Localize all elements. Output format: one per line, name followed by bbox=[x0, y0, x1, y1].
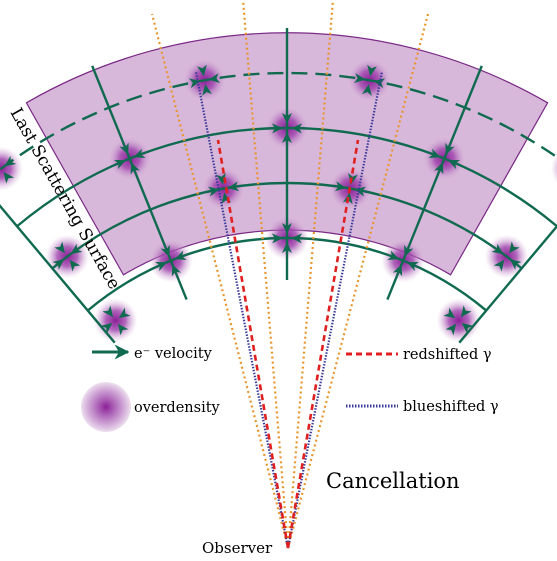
velocity-arc-line bbox=[0, 71, 557, 172]
velocity-arrowhead bbox=[373, 78, 386, 89]
legend-overdensity-label: overdensity bbox=[134, 400, 221, 416]
velocity-arrowhead bbox=[196, 64, 207, 77]
velocity-arrowhead bbox=[491, 243, 504, 255]
velocity-radial-line bbox=[0, 204, 116, 344]
legend: e⁻ velocity overdensity redshifted γ blu… bbox=[81, 344, 499, 432]
observer-label: Observer bbox=[202, 539, 273, 557]
orange-ray-right-a bbox=[286, 0, 335, 549]
velocity-arrowhead bbox=[282, 113, 292, 124]
velocity-arrowhead bbox=[202, 84, 213, 96]
velocity-radial-line bbox=[91, 65, 188, 300]
velocity-arrowhead bbox=[133, 148, 146, 159]
velocity-arrowhead bbox=[404, 244, 414, 257]
velocity-arrowhead bbox=[443, 307, 456, 319]
velocity-arrowhead bbox=[353, 73, 366, 83]
velocity-arrowhead bbox=[493, 259, 505, 272]
redshifted-ray-left bbox=[216, 139, 290, 549]
velocity-arrowhead bbox=[118, 307, 131, 319]
velocity-arrowhead bbox=[367, 64, 378, 77]
legend-blueshift-label: blueshifted γ bbox=[403, 399, 499, 415]
velocity-arrowhead bbox=[69, 259, 81, 272]
overdensity-blob bbox=[93, 298, 138, 343]
velocity-arrowhead bbox=[282, 223, 292, 234]
legend-overdensity-swatch bbox=[81, 382, 131, 432]
velocity-radial-line bbox=[386, 65, 483, 300]
velocity-arrowhead bbox=[208, 73, 221, 83]
velocity-arrowhead bbox=[290, 233, 303, 244]
orange-ray-right-b bbox=[286, 13, 430, 549]
redshifted-ray-right bbox=[286, 139, 360, 549]
velocity-arrowhead bbox=[227, 181, 240, 192]
velocity-arrowhead bbox=[461, 322, 474, 334]
velocity-arrowhead bbox=[130, 162, 140, 175]
velocity-grid-lines bbox=[0, 28, 557, 344]
velocity-arrowhead bbox=[392, 264, 403, 277]
velocity-arrowhead bbox=[271, 123, 284, 134]
velocity-arrowhead bbox=[155, 261, 168, 272]
velocity-arrowhead bbox=[174, 250, 187, 261]
velocity-arrowhead bbox=[102, 305, 114, 318]
velocity-arrowhead bbox=[334, 181, 347, 192]
velocity-arrowhead bbox=[434, 162, 444, 175]
velocity-arrowhead bbox=[119, 142, 129, 155]
legend-redshift-label: redshifted γ bbox=[403, 347, 492, 363]
velocity-arrowhead bbox=[70, 243, 83, 255]
velocity-arrowhead bbox=[445, 323, 457, 336]
velocity-arrowhead bbox=[354, 186, 367, 197]
overdensity-blob bbox=[0, 146, 24, 191]
velocity-arrowhead bbox=[290, 123, 303, 134]
velocity-arrowhead bbox=[361, 84, 372, 96]
velocity-arrowhead bbox=[271, 233, 284, 244]
velocity-arrowhead bbox=[3, 171, 15, 184]
velocity-arrowhead bbox=[207, 186, 220, 197]
velocity-arrowhead bbox=[160, 244, 170, 257]
velocity-arrowhead bbox=[509, 258, 522, 270]
photon-rays bbox=[150, 0, 430, 549]
velocity-arrowhead bbox=[460, 305, 472, 318]
orange-ray-left-b bbox=[241, 0, 290, 549]
overdensity-blob bbox=[436, 298, 481, 343]
velocity-arrowhead bbox=[171, 264, 182, 277]
velocity-arrowhead bbox=[4, 155, 17, 167]
velocity-arrowhead bbox=[216, 172, 226, 185]
velocity-arrows bbox=[3, 64, 522, 336]
velocity-radial-line bbox=[458, 224, 557, 344]
velocity-arrowhead bbox=[117, 323, 129, 336]
velocity-arrowhead bbox=[188, 78, 201, 89]
overdensity-blob bbox=[550, 153, 557, 184]
velocity-arrowhead bbox=[54, 241, 65, 254]
velocity-arrowhead bbox=[406, 261, 419, 272]
velocity-arrowhead bbox=[282, 242, 292, 253]
cancellation-label: Cancellation bbox=[326, 469, 460, 493]
orange-ray-left-a bbox=[150, 13, 290, 549]
velocity-arrowhead bbox=[448, 160, 461, 170]
velocity-arrowhead bbox=[387, 250, 400, 261]
velocity-arrowhead bbox=[428, 148, 441, 159]
velocity-arrowhead bbox=[100, 322, 113, 334]
velocity-arrowhead bbox=[282, 132, 292, 143]
velocity-arrowhead bbox=[509, 241, 520, 254]
velocity-arrowhead bbox=[445, 142, 455, 155]
velocity-arrowhead bbox=[52, 258, 65, 270]
legend-velocity-label: e⁻ velocity bbox=[134, 346, 213, 362]
velocity-arrowhead bbox=[113, 160, 126, 170]
